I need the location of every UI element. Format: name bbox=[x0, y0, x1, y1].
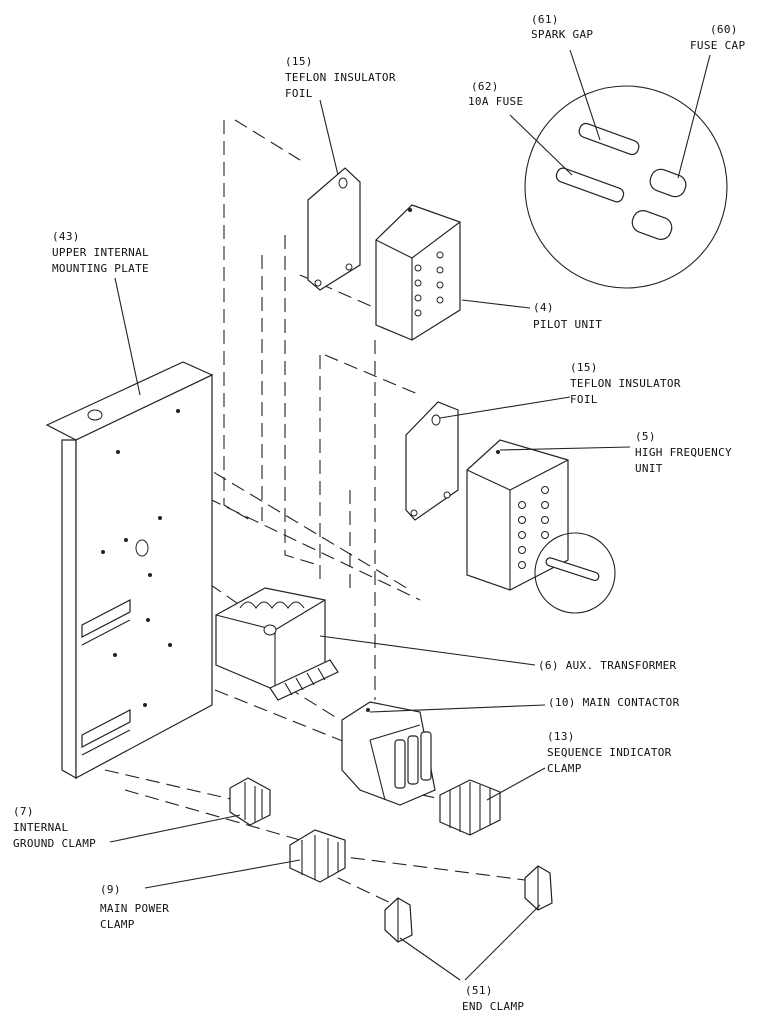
hf-unit-label-2: UNIT bbox=[635, 462, 663, 475]
main-contactor-label: (10) MAIN CONTACTOR bbox=[548, 696, 680, 709]
ground-clamp-number: (7) bbox=[13, 805, 34, 818]
upper-plate-label: UPPER INTERNAL bbox=[52, 246, 149, 259]
spark-gap-label: SPARK GAP bbox=[531, 28, 593, 41]
end-clamp-label: END CLAMP bbox=[462, 1000, 524, 1013]
pilot-unit-label: PILOT UNIT bbox=[533, 318, 602, 331]
end-clamp-number: (51) bbox=[465, 984, 493, 997]
ten-amp-fuse-number: (62) bbox=[471, 80, 499, 93]
end-clamp-right bbox=[524, 865, 553, 911]
main-contactor bbox=[341, 701, 436, 806]
internal-ground-clamp bbox=[229, 777, 271, 826]
fuse-cap-number: (60) bbox=[710, 23, 738, 36]
spark-gap bbox=[578, 122, 640, 156]
teflon-insulator-foil-top bbox=[307, 167, 361, 291]
teflon-foil-top-label: TEFLON INSULATOR bbox=[285, 71, 396, 84]
ten-amp-fuse-label: 10A FUSE bbox=[468, 95, 523, 108]
high-frequency-unit bbox=[466, 439, 616, 614]
leader-lines bbox=[109, 49, 711, 981]
upper-internal-mounting-plate bbox=[45, 361, 214, 780]
teflon-foil-middle-label: TEFLON INSULATOR bbox=[570, 377, 681, 390]
teflon-foil-top-number: (15) bbox=[285, 55, 313, 68]
seq-clamp-label: SEQUENCE INDICATOR bbox=[547, 746, 672, 759]
main-power-clamp-label: MAIN POWER bbox=[100, 902, 169, 915]
fuse-caps bbox=[631, 168, 687, 240]
teflon-foil-middle-number: (15) bbox=[570, 361, 598, 374]
fuse-detail-inset bbox=[524, 85, 728, 289]
fuse-cap-label: FUSE CAP bbox=[690, 39, 745, 52]
ground-clamp-label: INTERNAL bbox=[13, 821, 68, 834]
upper-plate-number: (43) bbox=[52, 230, 80, 243]
hf-unit-number: (5) bbox=[635, 430, 656, 443]
teflon-foil-top-label-2: FOIL bbox=[285, 87, 313, 100]
aux-transformer-label: (6) AUX. TRANSFORMER bbox=[538, 659, 677, 672]
upper-plate-label-2: MOUNTING PLATE bbox=[52, 262, 149, 275]
ten-amp-fuse bbox=[555, 167, 625, 203]
end-clamp-left bbox=[384, 897, 413, 943]
hf-unit-label: HIGH FREQUENCY bbox=[635, 446, 732, 459]
seq-clamp-number: (13) bbox=[547, 730, 575, 743]
teflon-foil-middle-label-2: FOIL bbox=[570, 393, 598, 406]
callout-labels: (61) SPARK GAP (60) FUSE CAP (62) 10A FU… bbox=[13, 13, 745, 1013]
teflon-insulator-foil-middle bbox=[405, 401, 459, 521]
main-power-clamp-number: (9) bbox=[100, 883, 121, 896]
pilot-unit-number: (4) bbox=[533, 301, 554, 314]
seq-clamp-label-2: CLAMP bbox=[547, 762, 582, 775]
sequence-indicator-clamp bbox=[439, 779, 501, 836]
main-power-clamp-label-2: CLAMP bbox=[100, 918, 135, 931]
spark-gap-number: (61) bbox=[531, 13, 559, 26]
main-power-clamp bbox=[289, 829, 346, 883]
aux-transformer bbox=[215, 587, 339, 701]
pilot-unit bbox=[375, 204, 461, 341]
ground-clamp-label-2: GROUND CLAMP bbox=[13, 837, 96, 850]
